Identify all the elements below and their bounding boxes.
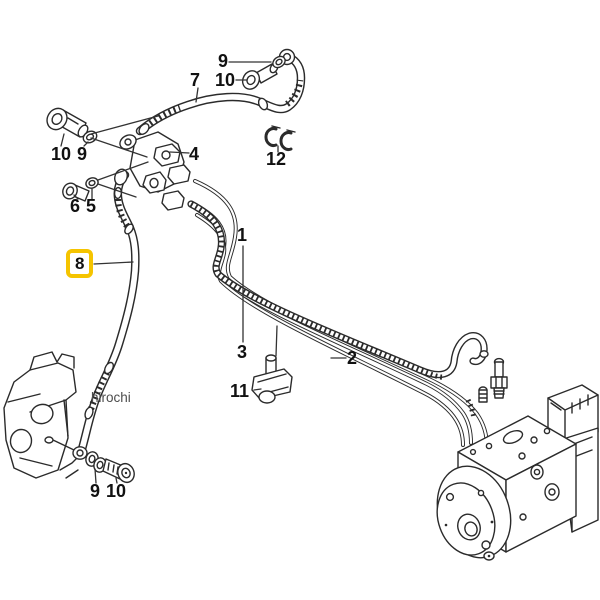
wrapped-brake-hose-2 xyxy=(187,200,489,380)
brake-caliper-drawing xyxy=(3,351,80,479)
washers-9-bottom-drawing xyxy=(85,451,107,473)
brake-pipes-bundle xyxy=(189,179,489,449)
part-callout-10-top[interactable]: 10 xyxy=(215,70,236,90)
junction-block-4-drawing xyxy=(114,131,191,211)
part-callout-9-bottom[interactable]: 9 xyxy=(90,481,101,501)
part-callout-10-left[interactable]: 10 xyxy=(51,144,72,164)
banjo-bolt-10-bottom-drawing xyxy=(102,458,135,484)
clamp-12-drawing xyxy=(264,125,296,151)
part-callout-2[interactable]: 2 xyxy=(347,348,358,368)
clamp-11-drawing xyxy=(251,354,293,404)
washer-5-drawing xyxy=(85,177,99,189)
part-callout-9-left[interactable]: 9 xyxy=(77,144,88,164)
brake-hose-7-drawing xyxy=(135,48,306,136)
part-callout-5[interactable]: 5 xyxy=(86,196,97,216)
part-callout-6[interactable]: 6 xyxy=(70,196,81,216)
banjo-bolt-10-left-drawing xyxy=(46,107,89,138)
part-callout-4[interactable]: 4 xyxy=(189,144,200,164)
part-callout-9-top[interactable]: 9 xyxy=(218,51,229,71)
abs-unit-drawing xyxy=(436,384,599,561)
part-callout-11[interactable]: 11 xyxy=(230,381,250,401)
part-callout-7[interactable]: 7 xyxy=(190,70,201,90)
part-callout-1[interactable]: 1 xyxy=(237,225,248,245)
part-callout-12[interactable]: 12 xyxy=(266,149,287,169)
washer-9-top-drawing xyxy=(272,55,286,69)
leader-lines xyxy=(60,61,347,484)
pipe-end-fittings xyxy=(465,357,508,419)
part-callout-10-bottom[interactable]: 10 xyxy=(106,481,127,501)
part-callout-3[interactable]: 3 xyxy=(237,342,248,362)
watermark-text: hirochi xyxy=(91,390,131,405)
part-callout-8-highlighted[interactable]: 8 xyxy=(66,249,94,278)
brake-hose-8-drawing xyxy=(72,170,140,460)
banjo-bolt-10-top-drawing xyxy=(241,62,279,90)
